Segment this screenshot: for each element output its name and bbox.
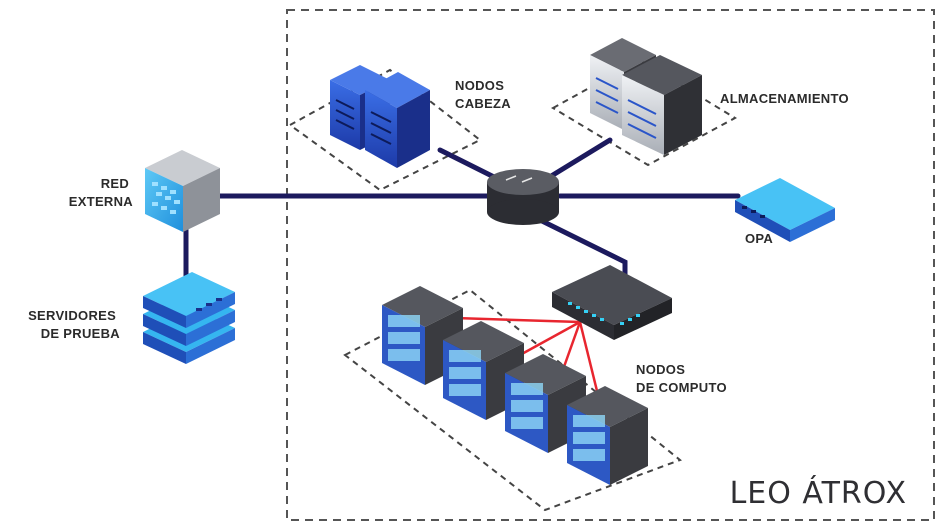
compute-switch [552,265,672,340]
label-opa: OPA [745,231,773,246]
label-red-externa: RED EXTERNA [69,176,134,209]
label-servidores-prueba: SERVIDORES DE PRUEBA [28,308,120,341]
compute-link-4 [578,321,600,396]
label-nodos-computo: NODOS DE COMPUTO [636,362,727,395]
head-node-front [365,72,430,168]
link-switch-to-head [437,147,503,183]
cluster-title: LEO ÁTROX [730,475,907,511]
compute-link-1 [454,316,581,324]
compute-link-2 [519,320,581,357]
test-servers [143,272,235,364]
compute-node-4 [567,386,648,485]
test-server-unit [143,272,235,328]
external-network-device [145,150,220,232]
core-switch [487,169,559,225]
network-links [183,137,741,288]
storage-server-front [622,55,702,155]
cluster-boundary [286,9,935,521]
label-nodos-cabeza: NODOS CABEZA [455,78,511,111]
link-switch-to-storage [545,137,613,181]
head-nodes-platform [288,68,482,192]
label-almacenamiento: ALMACENAMIENTO [720,91,849,106]
opa-device [735,178,835,242]
